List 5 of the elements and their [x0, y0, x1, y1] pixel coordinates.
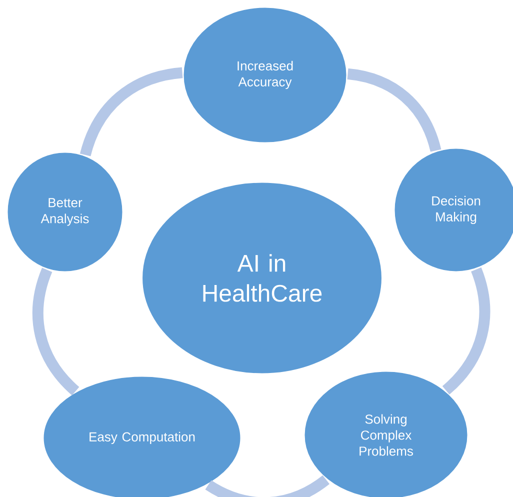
- ring-segment: [347, 68, 442, 152]
- ring-segment: [80, 67, 183, 157]
- ring-segment: [442, 268, 490, 394]
- ring-segment: [205, 475, 330, 497]
- ring-segment: [32, 268, 80, 396]
